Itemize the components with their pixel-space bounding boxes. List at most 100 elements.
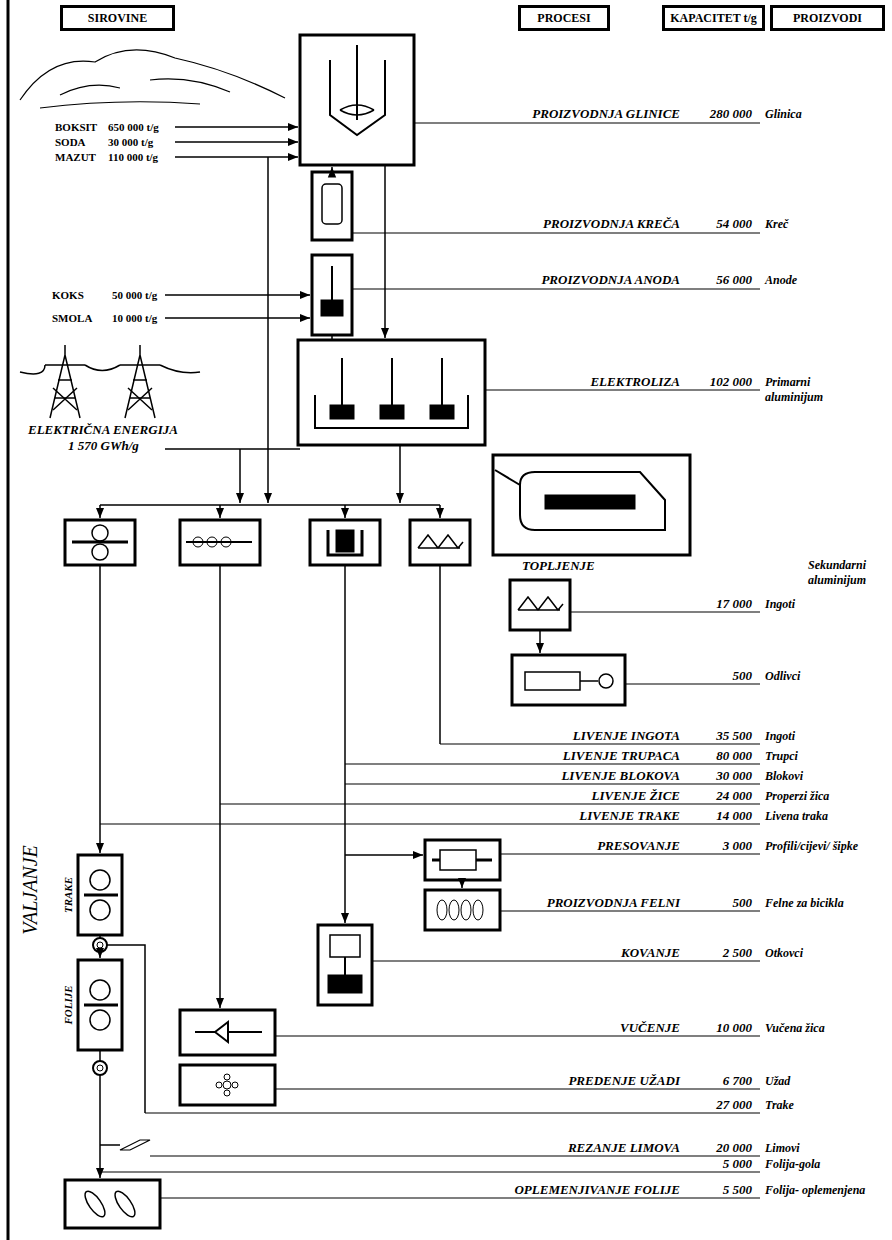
lime-kiln bbox=[322, 184, 342, 224]
product-name: Livena traka bbox=[765, 809, 828, 824]
process-name: LIVENJE BLOKOVA bbox=[561, 768, 680, 783]
product-name: Folija-gola bbox=[765, 1157, 820, 1172]
flow-lines bbox=[439, 505, 441, 518]
forming-units bbox=[90, 870, 110, 890]
raw-material: 1 570 GWh/g bbox=[68, 438, 139, 453]
process-name: LIVENJE TRUPACA bbox=[563, 748, 680, 763]
casting-units bbox=[510, 580, 570, 630]
process-name: VUČENJE bbox=[620, 1020, 680, 1035]
capacity-value: 500 bbox=[733, 668, 753, 683]
flow-lines bbox=[165, 317, 310, 319]
capacity-value: 14 000 bbox=[716, 808, 752, 823]
process-name: REZANJE LIMOVA bbox=[568, 1140, 680, 1155]
forming-units bbox=[425, 840, 500, 880]
product-name: Limovi bbox=[765, 1141, 800, 1156]
forming-units bbox=[81, 1188, 108, 1219]
anode-plant bbox=[312, 255, 352, 335]
mill-label: FOLIJE bbox=[61, 985, 76, 1024]
product-name: Profili/cijevi/ šipke bbox=[765, 839, 875, 854]
forming-units bbox=[93, 938, 107, 952]
capacity-value: 6 700 bbox=[723, 1073, 752, 1088]
product-name: Primarni aluminijum bbox=[765, 375, 870, 405]
forming-units bbox=[180, 1010, 275, 1055]
forming-units bbox=[90, 1010, 110, 1030]
flow-lines bbox=[331, 167, 333, 172]
raw-material: 30 000 t/g bbox=[108, 135, 153, 149]
forming-units bbox=[78, 960, 122, 1050]
raw-material: 10 000 t/g bbox=[112, 311, 157, 325]
raw-material: MAZUT bbox=[55, 150, 96, 164]
capacity-value: 280 000 bbox=[710, 106, 752, 121]
flow-lines bbox=[165, 294, 310, 296]
product-name: Vučena žica bbox=[765, 1021, 825, 1036]
casting-units bbox=[328, 530, 362, 555]
raw-material: ELEKTRIČNA ENERGIJA bbox=[28, 422, 178, 437]
product-name: Folija- oplemenjena bbox=[765, 1183, 870, 1198]
header-text: PROIZVODI bbox=[793, 11, 862, 26]
flow-lines bbox=[100, 1144, 120, 1146]
forming-units bbox=[449, 900, 459, 920]
mountain-sketch bbox=[40, 79, 230, 108]
forming-units bbox=[97, 942, 103, 948]
process-name: PREDENJE UŽADI bbox=[568, 1073, 680, 1088]
product-name: Anode bbox=[765, 273, 797, 288]
forming-units bbox=[224, 1074, 230, 1080]
casting-units bbox=[65, 520, 135, 565]
process-name: LIVENJE ŽICE bbox=[592, 788, 681, 803]
forming-units bbox=[93, 1061, 107, 1075]
raw-material: 650 000 t/g bbox=[108, 120, 159, 134]
mountain-sketch bbox=[20, 50, 285, 108]
forming-units bbox=[425, 890, 500, 930]
raw-material: SODA bbox=[55, 135, 86, 149]
process-name: PROIZVODNJA ANODA bbox=[541, 272, 680, 287]
capacity-value: 5 000 bbox=[723, 1156, 752, 1171]
header-text: KAPACITET t/g bbox=[670, 11, 757, 26]
casting-units bbox=[545, 495, 635, 509]
casting-units bbox=[493, 455, 690, 555]
capacity-value: 10 000 bbox=[716, 1020, 752, 1035]
product-name: Trupci bbox=[765, 749, 798, 764]
product-name: Odlivci bbox=[765, 669, 800, 684]
flow-lines bbox=[399, 445, 401, 503]
leader-lines bbox=[100, 1113, 760, 1198]
header-box: KAPACITET t/g bbox=[662, 5, 765, 31]
header-text: SIROVINE bbox=[88, 11, 147, 26]
power-pylons bbox=[53, 388, 77, 410]
header-box: PROIZVODI bbox=[770, 5, 885, 31]
process-name: KOVANJE bbox=[621, 945, 680, 960]
flow-lines bbox=[100, 127, 540, 1178]
product-name: Properzi žica bbox=[765, 789, 829, 804]
power-pylons bbox=[20, 365, 200, 374]
casting-units bbox=[336, 530, 354, 552]
casting-units bbox=[186, 541, 252, 543]
forming-units bbox=[65, 840, 500, 1228]
power-pylons bbox=[128, 388, 152, 410]
alumina-plant bbox=[300, 35, 414, 165]
leader-lines bbox=[352, 123, 760, 390]
product-name: Glinica bbox=[765, 107, 802, 122]
casting-units bbox=[410, 520, 470, 565]
raw-material: KOKS bbox=[52, 288, 84, 302]
casting-units bbox=[520, 472, 665, 530]
flow-lines bbox=[99, 505, 101, 518]
forming-units bbox=[195, 1022, 262, 1042]
flow-lines bbox=[165, 448, 300, 450]
page-border bbox=[7, 0, 10, 1240]
casting-units bbox=[65, 455, 690, 705]
casting-units bbox=[180, 520, 260, 565]
flow-lines bbox=[175, 141, 298, 143]
forming-units bbox=[120, 1140, 150, 1150]
forming-units bbox=[111, 1188, 138, 1219]
power-pylons bbox=[45, 345, 85, 418]
flow-lines bbox=[175, 156, 298, 158]
forming-units bbox=[437, 900, 447, 920]
forming-units bbox=[216, 1082, 222, 1088]
header-box: SIROVINE bbox=[60, 5, 175, 31]
electrolysis-cell bbox=[298, 340, 485, 445]
casting-units bbox=[525, 672, 598, 690]
forming-units bbox=[328, 975, 362, 993]
capacity-value: 30 000 bbox=[716, 768, 752, 783]
raw-material: 110 000 t/g bbox=[108, 150, 158, 164]
alumina-plant bbox=[356, 45, 358, 120]
forming-units bbox=[65, 1180, 160, 1228]
